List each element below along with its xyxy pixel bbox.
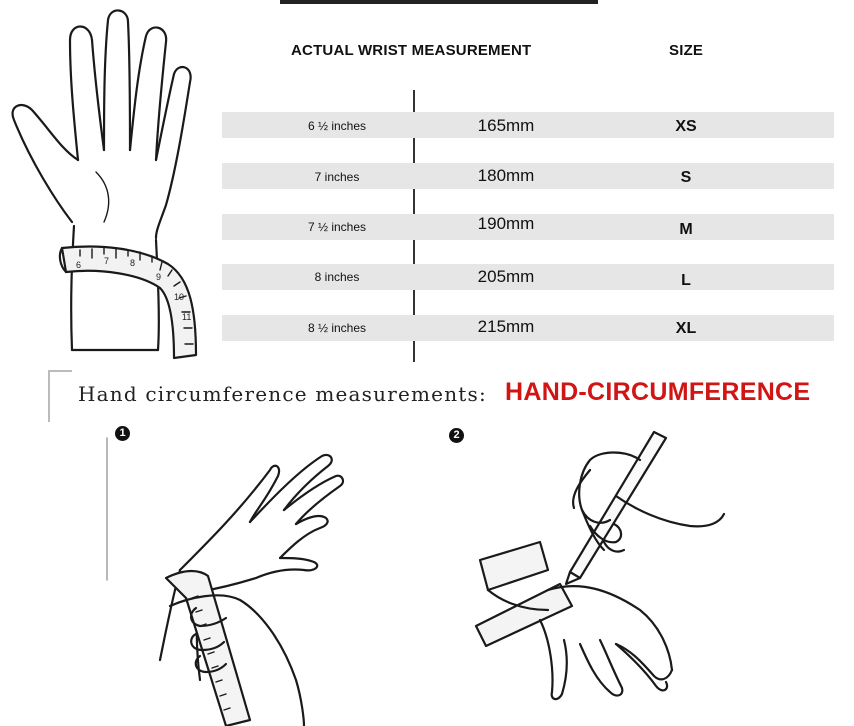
row-mm: 180mm xyxy=(477,166,535,185)
section-label: Hand circumference measurements: xyxy=(78,382,487,406)
row-inches: 8 inches xyxy=(314,270,360,284)
table-row xyxy=(222,163,834,189)
table-row xyxy=(222,112,834,138)
step-2-badge: 2 xyxy=(449,428,464,443)
row-size: S xyxy=(680,169,692,186)
tape-tick-label: 9 xyxy=(156,272,161,282)
row-inches: 8 ½ inches xyxy=(307,321,367,335)
step-1-badge: 1 xyxy=(115,426,130,441)
step-1-measuring-illustration xyxy=(106,437,345,726)
row-inches: 7 ½ inches xyxy=(307,220,367,234)
row-mm: 215mm xyxy=(477,317,535,336)
section-title: HAND-CIRCUMFERENCE xyxy=(505,378,811,406)
size-header: SIZE xyxy=(669,42,704,59)
row-mm: 205mm xyxy=(477,267,535,286)
corner-bracket xyxy=(48,370,72,422)
row-size: XS xyxy=(675,118,697,135)
top-rule xyxy=(280,0,598,4)
table-row xyxy=(222,315,834,341)
row-size: M xyxy=(679,221,693,238)
row-size: XL xyxy=(675,320,697,337)
table-row xyxy=(222,264,834,290)
tape-tick-label: 11 xyxy=(182,312,191,322)
tape-tick-label: 8 xyxy=(130,258,135,268)
hand-tape-illustration: 6 7 8 9 10 11 xyxy=(11,9,198,360)
table-row xyxy=(222,214,834,240)
row-mm: 190mm xyxy=(477,214,535,233)
tape-tick-label: 7 xyxy=(104,256,109,266)
row-inches: 7 inches xyxy=(314,170,360,184)
measure-header: ACTUAL WRIST MEASUREMENT xyxy=(291,42,532,59)
row-size: L xyxy=(681,272,691,289)
row-inches: 6 ½ inches xyxy=(307,119,367,133)
row-mm: 165mm xyxy=(477,116,535,135)
tape-tick-label: 6 xyxy=(76,260,81,270)
tape-tick-label: 10 xyxy=(174,292,184,302)
step-2-marking-illustration xyxy=(474,430,726,701)
